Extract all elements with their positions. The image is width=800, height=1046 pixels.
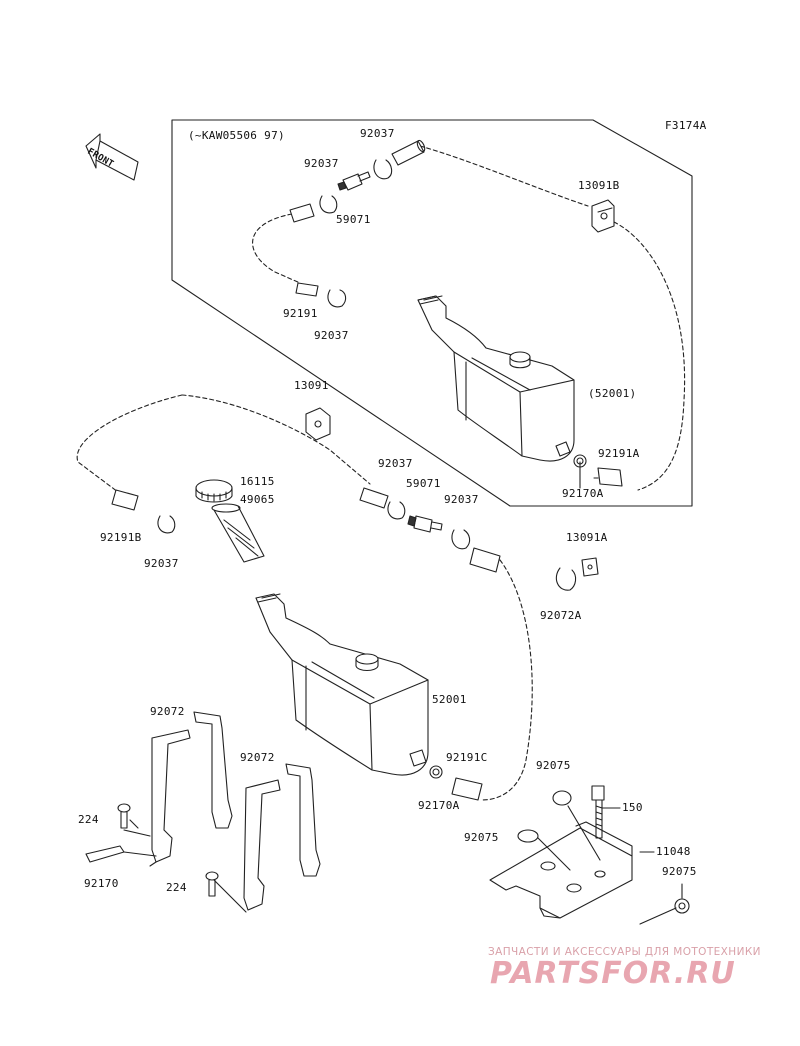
watermark-tagline: ЗАПЧАСТИ И АКСЕССУАРЫ ДЛЯ МОТОТЕХНИКИ — [488, 946, 761, 958]
label-92072: 92072 — [240, 751, 275, 764]
lower-grommet-13091 — [305, 407, 331, 441]
upper-sleeve-left — [289, 203, 315, 223]
upper-clamp-2 — [319, 195, 338, 214]
lower-sleeve-92191c — [451, 777, 483, 801]
label-92037: 92037 — [444, 493, 479, 506]
label-52001: 52001 — [432, 693, 467, 706]
label-92170: 92170 — [84, 877, 119, 890]
lower-cap-16115 — [195, 479, 233, 503]
lower-grommet-13091a — [581, 557, 599, 577]
upper-tank — [417, 295, 575, 462]
label-92037: 92037 — [304, 157, 339, 170]
label-59071: 59071 — [406, 477, 441, 490]
label-92075: 92075 — [536, 759, 571, 772]
lower-hose-route-3 — [481, 559, 533, 801]
lower-clamp-92170a — [429, 765, 443, 779]
upper-hose-route-3 — [613, 221, 686, 491]
label-92037: 92037 — [360, 127, 395, 140]
bolt-224-right — [205, 871, 219, 897]
label-92037: 92037 — [144, 557, 179, 570]
lower-clamp-center — [387, 501, 406, 520]
lower-clamp-right — [451, 529, 471, 550]
lower-sleeve-center — [359, 487, 389, 509]
label-92072: 92072 — [150, 705, 185, 718]
label-16115: 16115 — [240, 475, 275, 488]
diagram-code: F3174A — [665, 119, 707, 132]
label-92075: 92075 — [464, 831, 499, 844]
lower-fitting-59071 — [407, 515, 443, 533]
lower-strainer-49065 — [211, 503, 265, 563]
bracket-92072-left — [149, 711, 233, 867]
label-59071: 59071 — [336, 213, 371, 226]
upper-hose-route — [252, 213, 301, 284]
bracket-92072-right — [243, 763, 321, 911]
label-92170a: 92170A — [562, 487, 604, 500]
bolt-224-left — [117, 803, 131, 829]
front-arrow-icon — [85, 133, 139, 181]
label-92075: 92075 — [662, 865, 697, 878]
label-92037: 92037 — [378, 457, 413, 470]
label-92072a: 92072A — [540, 609, 582, 622]
lower-sleeve-92191b — [111, 489, 139, 511]
label-92191a: 92191A — [598, 447, 640, 460]
label-224: 224 — [166, 881, 187, 894]
lower-clamp-92072a — [555, 567, 577, 591]
label-92037: 92037 — [314, 329, 349, 342]
rubber-92075-a — [552, 790, 572, 806]
label-224: 224 — [78, 813, 99, 826]
label-13091a: 13091A — [566, 531, 608, 544]
upper-hose-route-2 — [419, 145, 589, 207]
bolt-150 — [591, 785, 605, 839]
lower-hose-route-2 — [181, 394, 371, 485]
lower-tank — [255, 593, 429, 776]
upper-clamp-1 — [373, 159, 393, 180]
upper-sleeve-92191 — [295, 282, 319, 297]
label-11048: 11048 — [656, 845, 691, 858]
strap-92170 — [85, 845, 125, 863]
label-92191c: 92191C — [446, 751, 488, 764]
label-13091b: 13091B — [578, 179, 620, 192]
variant-note: (~KAW05506 97) — [188, 129, 285, 142]
washer-92075-c — [674, 898, 690, 914]
upper-clamp-3 — [327, 289, 347, 308]
upper-sleeve-92191a — [597, 467, 623, 487]
upper-hose-sleeve-top — [391, 139, 426, 166]
label-13091: 13091 — [294, 379, 329, 392]
lower-hose-route — [76, 394, 183, 493]
upper-grommet-13091b — [591, 199, 615, 233]
bracket-plate-11048 — [489, 821, 633, 919]
label-52001-paren: (52001) — [588, 387, 637, 400]
label-49065: 49065 — [240, 493, 275, 506]
watermark-logo: PARTSFOR.RU — [490, 956, 736, 991]
lower-sleeve-right — [469, 547, 501, 573]
lower-clamp-left — [157, 515, 176, 534]
label-150: 150 — [622, 801, 643, 814]
label-92191b: 92191B — [100, 531, 142, 544]
label-92170a: 92170A — [418, 799, 460, 812]
variant-frame — [171, 119, 693, 507]
label-92191: 92191 — [283, 307, 318, 320]
rubber-92075-b — [517, 829, 539, 843]
upper-fitting-59071 — [337, 171, 371, 191]
